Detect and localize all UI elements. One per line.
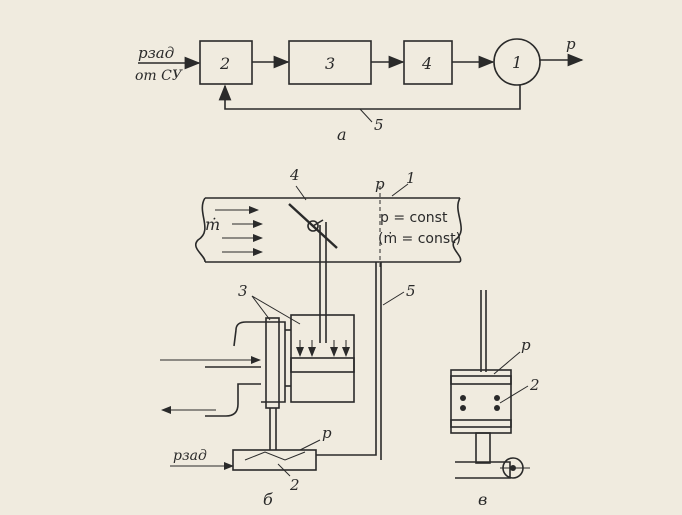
actuator-leader-1 (251, 295, 271, 321)
feedback-line-5 (316, 262, 377, 456)
valve-leader (295, 185, 307, 201)
regulator-membrane (244, 451, 306, 461)
pipe-right-break (452, 197, 462, 263)
sensor-p-leader (493, 351, 521, 375)
actuator-piston (290, 357, 355, 373)
output-label: p (566, 35, 576, 53)
block-3-label: 3 (325, 54, 335, 73)
setpoint-label: pзад (173, 448, 207, 464)
valve-axis (307, 220, 319, 232)
servo-spool (265, 317, 280, 409)
sensor-base (450, 419, 512, 428)
sensor-p-label: p (521, 336, 531, 354)
caption-b: б (263, 490, 273, 509)
valve-lever (312, 219, 324, 227)
gear-rack (455, 461, 511, 479)
regulator-leader (277, 463, 291, 477)
input-source: от СУ (135, 68, 183, 84)
pipe-p-label: p (375, 175, 385, 193)
regulator-p-label: p (322, 424, 332, 442)
drain-pipe (205, 383, 261, 417)
caption-a: а (337, 125, 347, 144)
servo-body (261, 321, 286, 403)
sensor-membrane (450, 375, 512, 385)
feedback-label: 5 (374, 116, 384, 134)
pipe-diagram: ṁ 4 p 1 p = const (ṁ = const) 3 (160, 166, 462, 509)
object-1 (493, 38, 541, 86)
input-label: pзад (138, 44, 174, 62)
flow-label: ṁ (205, 215, 220, 234)
sensor-spring-label: 2 (529, 376, 540, 394)
regulator-body (232, 449, 317, 471)
valve-label: 4 (289, 166, 300, 184)
sensor-diagram: p 2 в (450, 290, 540, 509)
block-diagram: pзад от СУ 2 3 4 1 p 5 а (135, 35, 584, 144)
actuator-leader-2 (251, 295, 301, 325)
sensor-rack (475, 432, 491, 464)
pipe-bend-top (235, 321, 261, 331)
line-5-leader (382, 291, 405, 306)
feedback-line (218, 84, 521, 110)
object-1-label: 1 (512, 53, 522, 72)
caption-v: в (478, 490, 487, 509)
pipe-left-break (195, 197, 206, 263)
sensor-spring (460, 395, 500, 411)
pipe-label: 1 (406, 169, 416, 187)
condition-2: (ṁ = const) (378, 231, 461, 247)
block-4-label: 4 (421, 54, 432, 73)
actuator-label: 3 (238, 282, 248, 300)
feedback-leader (359, 108, 373, 123)
regulator-p-leader (299, 439, 321, 451)
block-2-label: 2 (219, 54, 230, 73)
sensor-spring-leader (499, 385, 529, 404)
condition-1: p = const (380, 210, 448, 226)
regulator-label: 2 (289, 476, 300, 494)
line-5-label: 5 (406, 282, 416, 300)
pipe-leader (391, 183, 409, 197)
pipe-bend-join (233, 329, 237, 347)
